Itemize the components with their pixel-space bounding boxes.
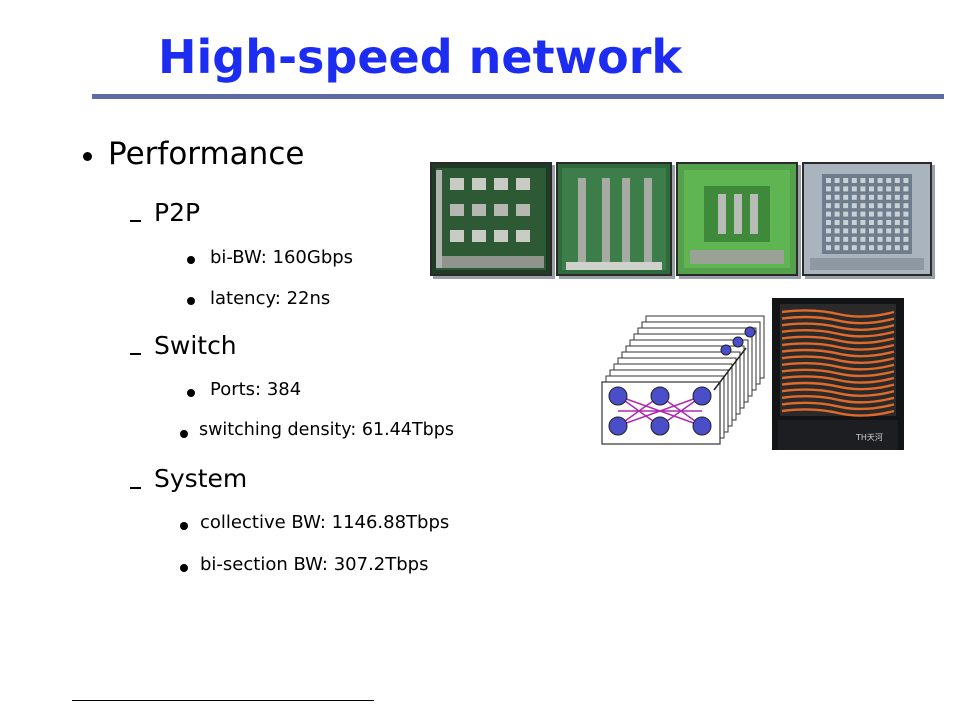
title-underline xyxy=(92,94,944,99)
section-heading-switch: Switch xyxy=(154,331,237,360)
bullet-dot xyxy=(180,564,188,572)
item-bisection-bw: bi-section BW: 307.2Tbps xyxy=(200,554,429,575)
dash-marker xyxy=(130,487,141,489)
photo-router-board xyxy=(430,162,552,276)
photo-cable-rack: TH天河 xyxy=(772,298,904,450)
bullet-dot xyxy=(187,297,195,305)
photo-heatsink-board xyxy=(802,162,932,276)
bullet-dot xyxy=(187,389,195,397)
bullet-dot xyxy=(83,152,92,161)
heading-performance: Performance xyxy=(108,136,305,172)
item-switching-density: switching density: 61.44Tbps xyxy=(199,420,454,440)
photo-switch-board xyxy=(556,162,672,276)
footer-rule xyxy=(72,700,374,701)
bullet-dot xyxy=(180,430,188,438)
dash-marker xyxy=(130,220,141,222)
item-ports: Ports: 384 xyxy=(210,379,302,400)
switch-topology-diagram xyxy=(598,298,768,450)
item-latency: latency: 22ns xyxy=(210,288,331,309)
section-heading-system: System xyxy=(154,464,248,493)
slide-title: High-speed network xyxy=(158,30,682,84)
bullet-dot xyxy=(180,522,188,530)
item-bi-bw: bi-BW: 160Gbps xyxy=(210,247,354,268)
dash-marker xyxy=(130,353,141,355)
rack-logo-label: TH天河 xyxy=(856,433,883,442)
photo-backplane-board xyxy=(676,162,798,276)
item-collective-bw: collective BW: 1146.88Tbps xyxy=(200,512,450,533)
bullet-dot xyxy=(187,256,195,264)
section-heading-p2p: P2P xyxy=(154,198,201,227)
